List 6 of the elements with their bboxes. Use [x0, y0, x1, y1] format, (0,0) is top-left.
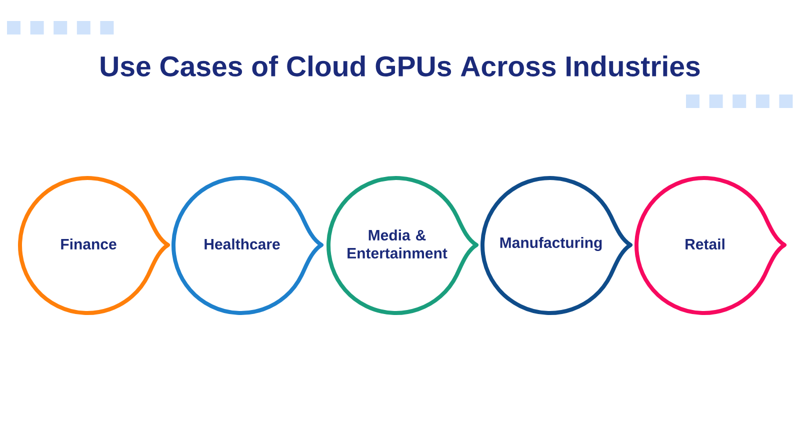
speech-bubble: Healthcare	[172, 176, 324, 315]
speech-bubble: Manufacturing	[480, 176, 632, 315]
speech-bubble: Media & Entertainment	[326, 176, 478, 315]
speech-bubble: Finance	[18, 176, 170, 315]
title: Use Cases of Cloud GPUs Across Industries	[100, 56, 700, 76]
speech-bubble: Retail	[634, 176, 786, 315]
